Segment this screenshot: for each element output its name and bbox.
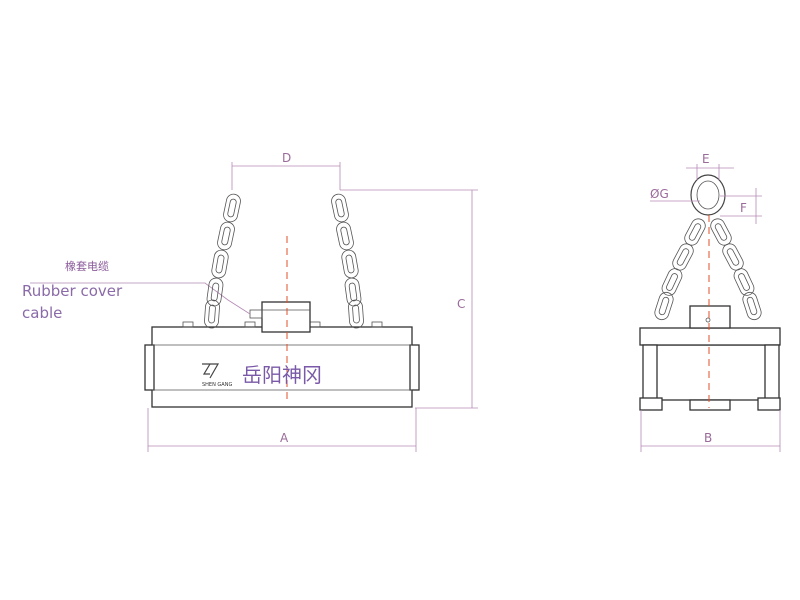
- cable-label-cn: 橡套电缆: [65, 260, 109, 273]
- cable-label-en-line2: cable: [22, 304, 62, 322]
- brand-name: 岳阳神冈: [242, 363, 322, 387]
- magnet-body: [151, 326, 413, 408]
- side-view: E ØG F B: [639, 152, 781, 452]
- dimension-g-label: ØG: [650, 187, 669, 201]
- front-view: SHEN GANG 岳阳神冈 D C A 橡套电缆 Rubber cover c…: [22, 151, 478, 452]
- dimension-b-label: B: [704, 431, 712, 445]
- right-chain: [329, 192, 365, 329]
- cable-label-en-line1: Rubber cover: [22, 282, 123, 300]
- junction-box: [261, 301, 311, 333]
- left-chain: [203, 192, 243, 329]
- dimension-d-label: D: [282, 151, 291, 165]
- cable-leader-line: [30, 282, 251, 315]
- side-top-plate: [639, 327, 781, 346]
- side-body: [654, 344, 768, 401]
- shengang-logo-icon: [202, 363, 220, 379]
- dimension-c-label: C: [457, 297, 465, 311]
- dimension-a-label: A: [280, 431, 289, 445]
- right-end-block: [409, 344, 420, 391]
- left-end-block: [144, 344, 155, 391]
- logo-subtitle: SHEN GANG: [202, 382, 232, 388]
- lifting-ring: [690, 174, 726, 216]
- dimension-f-label: F: [740, 201, 747, 215]
- side-junction-box: [689, 305, 731, 329]
- dimension-e-label: E: [702, 152, 710, 166]
